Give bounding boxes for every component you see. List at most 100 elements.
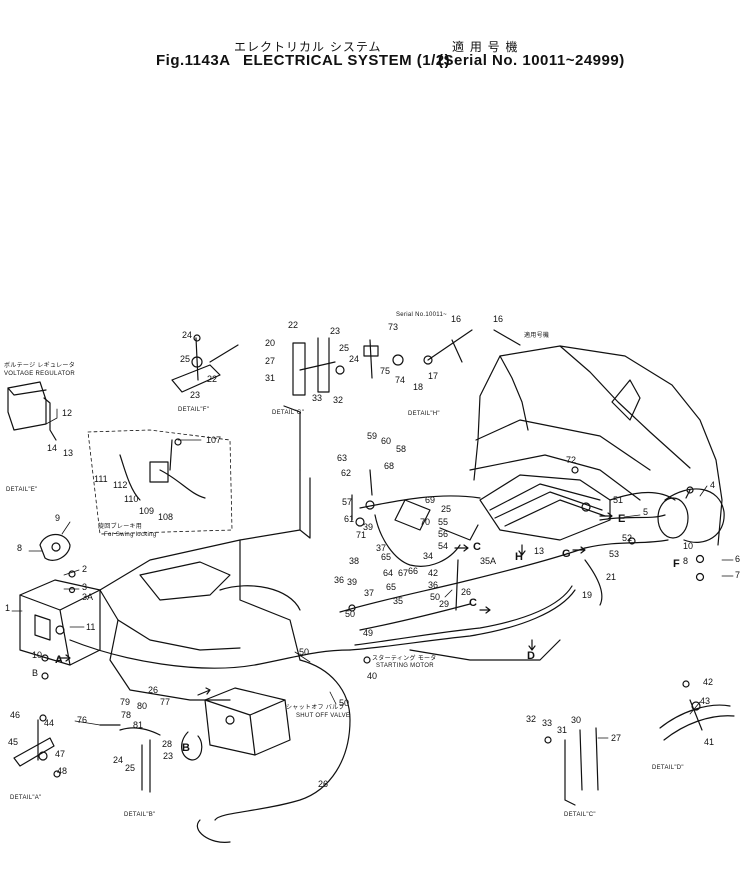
part-callout: 50	[345, 609, 355, 619]
part-callout: 10	[683, 541, 693, 551]
part-callout: 22	[207, 374, 217, 384]
detail-c-sender	[564, 727, 599, 806]
swing-lock-detail-frame	[87, 429, 233, 535]
part-callout: 39	[363, 522, 373, 532]
part-callout: 27	[611, 733, 621, 743]
part-callout: 58	[396, 444, 406, 454]
part-callout: 73	[388, 322, 398, 332]
part-callout: 17	[428, 371, 438, 381]
letter-c-2: C	[473, 541, 481, 553]
part-callout: 29	[439, 599, 449, 609]
part-callout: 36	[334, 575, 344, 585]
part-callout: 47	[55, 749, 65, 759]
part-callout: 16	[493, 314, 503, 324]
part-callout: 24	[182, 330, 192, 340]
part-callout: 25	[125, 763, 135, 773]
part-callout: 56	[438, 529, 448, 539]
part-callout: 22	[288, 320, 298, 330]
part-callout: 36	[428, 580, 438, 590]
serial-caption-b: 適用号機	[524, 331, 549, 339]
letter-a: A	[55, 654, 63, 666]
detail-b-switch	[99, 724, 161, 793]
part-callout: 111	[94, 474, 108, 484]
part-callout: 76	[77, 715, 87, 725]
starting-motor-caption-jp: スターティング モータ	[372, 654, 437, 662]
part-callout: 67	[398, 568, 408, 578]
part-callout: 112	[113, 480, 127, 490]
detail-e-part	[39, 533, 71, 561]
part-callout: 48	[57, 766, 67, 776]
part-callout: 25	[441, 504, 451, 514]
part-callout: 30	[571, 715, 581, 725]
serial-range: (Serial No. 10011~24999)	[438, 52, 625, 69]
part-callout: 40	[367, 671, 377, 681]
part-callout: 11	[86, 622, 95, 632]
horn	[657, 488, 725, 543]
swing-lock-harness	[119, 439, 206, 501]
part-callout: 1	[5, 603, 10, 613]
serial-caption-a: Serial No.10011~	[396, 312, 447, 318]
shutoff-valve-caption-jp: シャットオフ バルブ	[286, 703, 345, 711]
part-callout: 31	[557, 725, 567, 735]
detail-f-caption: DETAIL"F"	[178, 407, 209, 413]
part-callout: 74	[395, 375, 405, 385]
letter-b: B	[182, 742, 190, 754]
letter-g: G	[562, 548, 571, 560]
part-callout: 57	[342, 497, 352, 507]
part-callout: 44	[44, 718, 54, 728]
part-callout: 3A	[82, 592, 93, 602]
part-callout: 24	[113, 755, 123, 765]
part-callout: 26	[461, 587, 471, 597]
figure-number: Fig.1143A	[156, 52, 231, 69]
part-callout: 14	[47, 443, 57, 453]
swing-lock-caption: For Swing locking	[104, 532, 156, 538]
part-callout: 71	[356, 530, 366, 540]
detail-h-caption: DETAIL"H"	[408, 411, 440, 417]
detail-g-sender	[292, 337, 345, 396]
voltage-regulator-caption: VOLTAGE REGULATOR	[4, 371, 75, 377]
part-callout: 110	[124, 494, 138, 504]
part-callout: 16	[451, 314, 461, 324]
part-callout: 42	[428, 568, 438, 578]
part-callout: 21	[606, 572, 616, 582]
part-callout: 60	[381, 436, 391, 446]
part-callout: 38	[349, 556, 359, 566]
battery-box-front	[181, 687, 291, 761]
part-callout: 61	[344, 514, 354, 524]
part-callout: 78	[121, 710, 131, 720]
part-callout: 109	[139, 506, 154, 516]
title-japanese: エレクトリカル システム	[234, 40, 382, 54]
part-callout: 32	[333, 395, 343, 405]
part-callout: 18	[413, 382, 423, 392]
fittings	[39, 334, 705, 778]
wiring-harness	[69, 469, 676, 843]
part-callout: 24	[349, 354, 359, 364]
part-callout: 81	[133, 720, 143, 730]
part-callout: 69	[425, 495, 435, 505]
part-callout: 50	[339, 698, 349, 708]
part-callout: 19	[582, 590, 592, 600]
part-callout: 80	[137, 701, 147, 711]
part-callout: 34	[423, 551, 433, 561]
part-callout: 27	[265, 356, 275, 366]
part-callout: 8	[683, 556, 688, 566]
part-callout: 55	[438, 517, 448, 527]
part-callout: 79	[120, 697, 130, 707]
part-callout: 26	[148, 685, 158, 695]
part-callout: 5	[643, 507, 648, 517]
part-callout: 49	[363, 628, 373, 638]
part-callout: 13	[534, 546, 544, 556]
part-callout: 2	[82, 564, 87, 574]
letter-f: F	[673, 558, 680, 570]
part-callout: 32	[526, 714, 536, 724]
part-callout: 45	[8, 737, 18, 747]
part-callout: 52	[622, 533, 632, 543]
detail-f-switch	[171, 337, 239, 393]
part-callout: 70	[420, 517, 430, 527]
part-callout: 20	[265, 338, 275, 348]
part-callout: B	[32, 668, 38, 678]
part-callout: 65	[381, 552, 391, 562]
shutoff-valve-caption: SHUT OFF VALVE	[296, 713, 350, 719]
part-callout: 13	[63, 448, 73, 458]
